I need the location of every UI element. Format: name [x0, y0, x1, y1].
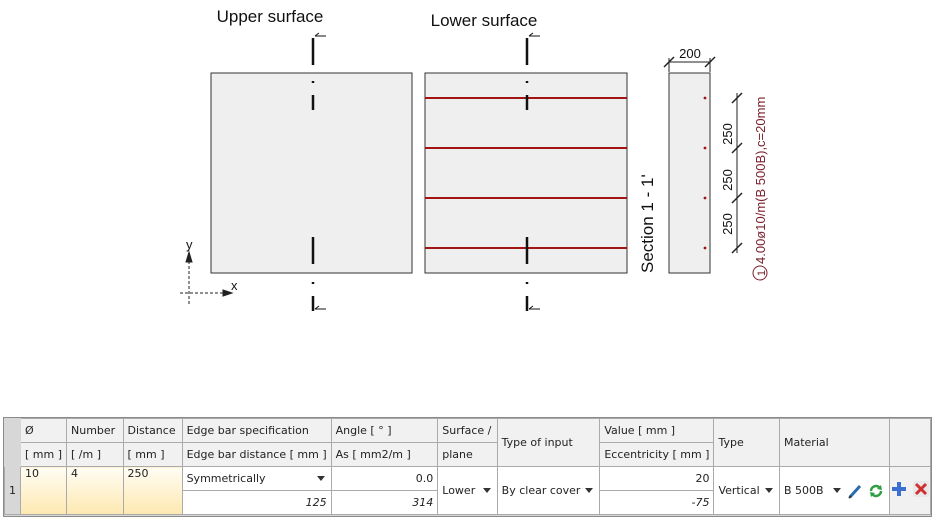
upper-surface-title: Upper surface	[217, 7, 324, 26]
header-number-unit: [ /m ]	[66, 442, 124, 467]
edit-icon[interactable]	[846, 482, 864, 500]
header-number[interactable]: Number	[66, 418, 124, 443]
distance-cell[interactable]: 250	[122, 466, 183, 515]
upper-section-cut-line	[311, 32, 326, 311]
lower-section-cut-line	[525, 32, 540, 311]
header-value[interactable]: Value [ mm ]	[599, 418, 715, 443]
spacing-label: 250	[720, 213, 735, 235]
diameter-cell[interactable]: 10	[19, 466, 68, 515]
edge-bar-spec-value: Symmetrically	[186, 472, 266, 485]
upper-surface-plate	[210, 72, 413, 274]
header-as[interactable]: As [ mm2/m ]	[330, 442, 439, 467]
type-of-input-select[interactable]: By clear cover	[496, 466, 601, 515]
type-value: Vertical	[718, 484, 760, 497]
header-row-2: [ mm ] [ /m ] [ mm ] Edge bar distance […	[5, 442, 931, 467]
header-eccentricity[interactable]: Eccentricity [ mm ]	[599, 442, 715, 467]
chevron-down-icon[interactable]	[316, 476, 325, 481]
reinforcement-grid: Ø Number Distance Edge bar specification…	[3, 417, 932, 517]
spacing-dimension	[731, 92, 743, 254]
chevron-down-icon[interactable]	[765, 488, 773, 493]
table-row[interactable]: 1 10 4 250 Symmetrically 0.0 Lower By cl…	[4, 466, 931, 515]
header-actions	[889, 418, 931, 467]
header-row-1: Ø Number Distance Edge bar specification…	[4, 418, 931, 467]
chevron-down-icon[interactable]	[482, 488, 491, 493]
row-actions	[889, 466, 931, 515]
reinforcement-drawing: Upper surface Lower surface	[180, 7, 768, 311]
surface-value: Lower	[442, 484, 476, 497]
header-distance-unit: [ mm ]	[122, 442, 183, 467]
header-type[interactable]: Type	[713, 418, 780, 467]
reinforcement-label: 4.00ø10/m(B 500B),c=20mm	[753, 97, 768, 264]
eccentricity-cell[interactable]: -75	[599, 490, 715, 515]
axis-x-label: x	[231, 278, 238, 293]
material-value: B 500B	[784, 484, 824, 497]
edge-bar-distance-cell[interactable]: 125	[181, 490, 332, 515]
reinforcement-table: Ø Number Distance Edge bar specification…	[4, 418, 931, 515]
header-material[interactable]: Material	[778, 418, 891, 467]
as-cell[interactable]: 314	[330, 490, 439, 515]
axis-y-label: y	[186, 237, 193, 252]
header-edge-bar-distance[interactable]: Edge bar distance [ mm ]	[181, 442, 332, 467]
surface-select[interactable]: Lower	[437, 466, 498, 515]
section-label: Section 1 - 1'	[638, 174, 657, 273]
chevron-down-icon[interactable]	[833, 488, 842, 493]
material-select[interactable]: B 500B	[778, 466, 891, 515]
header-plane: plane	[437, 442, 498, 467]
row-number[interactable]: 1	[4, 466, 21, 515]
reinforcement-marker-circle	[752, 265, 768, 281]
value-cell[interactable]: 20	[599, 466, 715, 491]
header-diameter[interactable]: Ø	[19, 418, 68, 443]
type-of-input-value: By clear cover	[501, 484, 581, 497]
lower-surface-title: Lower surface	[431, 11, 538, 30]
spacing-label: 250	[720, 169, 735, 191]
spacing-label: 250	[720, 123, 735, 145]
delete-row-icon[interactable]	[912, 480, 930, 498]
cross-section	[668, 72, 711, 274]
reinforcement-marker: 1	[756, 270, 768, 276]
add-row-icon[interactable]	[890, 480, 908, 498]
header-angle[interactable]: Angle [ ° ]	[330, 418, 439, 443]
section-rebar-dots	[703, 96, 707, 250]
angle-cell[interactable]: 0.0	[330, 466, 439, 491]
header-edge-bar-spec[interactable]: Edge bar specification	[181, 418, 332, 443]
table-row[interactable]: 125 314 -75	[5, 490, 931, 515]
refresh-icon[interactable]	[867, 482, 885, 500]
width-dimension	[663, 56, 716, 72]
edge-bar-spec-select[interactable]: Symmetrically	[181, 466, 332, 491]
type-select[interactable]: Vertical	[713, 466, 780, 515]
header-type-of-input[interactable]: Type of input	[496, 418, 601, 467]
row-header-corner	[4, 418, 21, 467]
section-width-label: 200	[679, 46, 701, 61]
header-distance[interactable]: Distance	[122, 418, 183, 443]
header-surface[interactable]: Surface /	[437, 418, 498, 443]
coordinate-axes-icon	[180, 250, 234, 305]
header-diameter-unit: [ mm ]	[19, 442, 68, 467]
number-cell[interactable]: 4	[66, 466, 124, 515]
chevron-down-icon[interactable]	[585, 488, 594, 493]
